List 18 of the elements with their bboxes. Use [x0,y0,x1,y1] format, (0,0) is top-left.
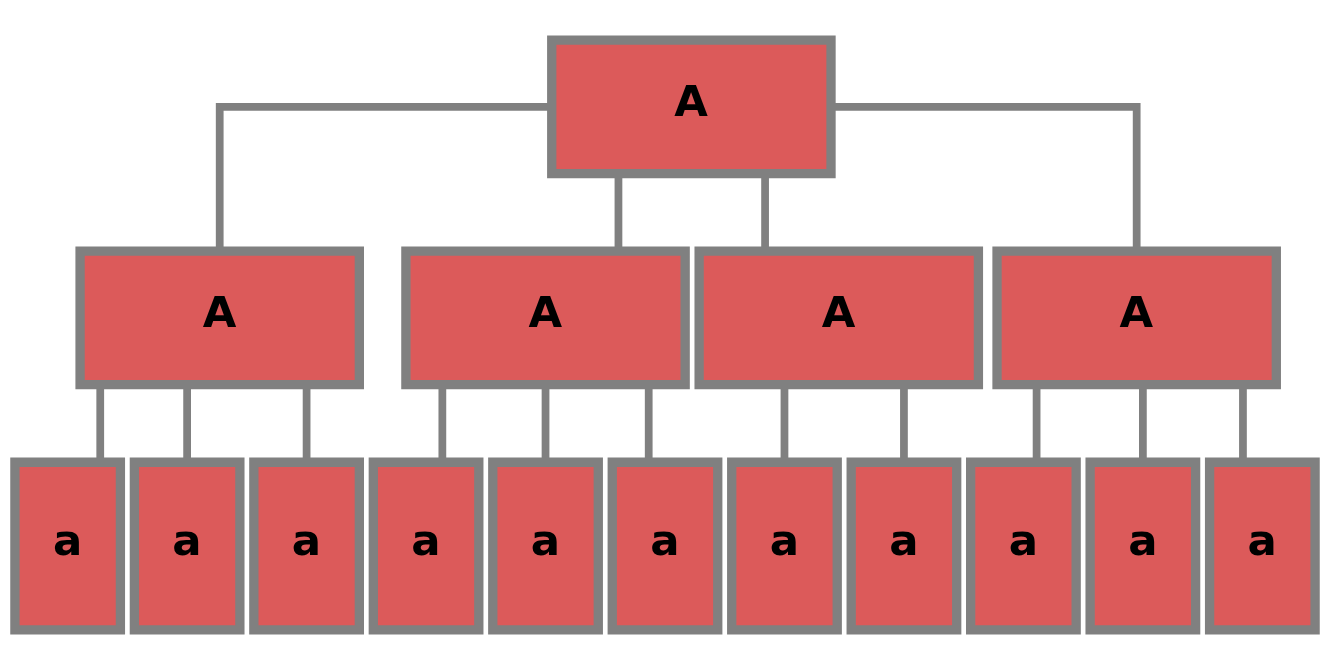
node-box: a [129,457,245,635]
node-box: a [1085,457,1201,635]
node-box: a [727,457,842,635]
node-box: a [846,457,962,635]
node-box: a [10,457,126,635]
node-box: A [992,246,1281,390]
node-box: A [75,246,364,390]
connector [215,103,552,252]
node-box: a [966,457,1081,635]
connector [831,103,1141,252]
node-box: A [694,246,984,390]
node-box: a [249,457,364,635]
node-box: a [368,457,484,635]
node-box: a [1204,457,1320,635]
node-box: A [401,246,690,390]
node-box: a [488,457,603,635]
node-box: a [607,457,723,635]
node-box: A [547,35,836,179]
